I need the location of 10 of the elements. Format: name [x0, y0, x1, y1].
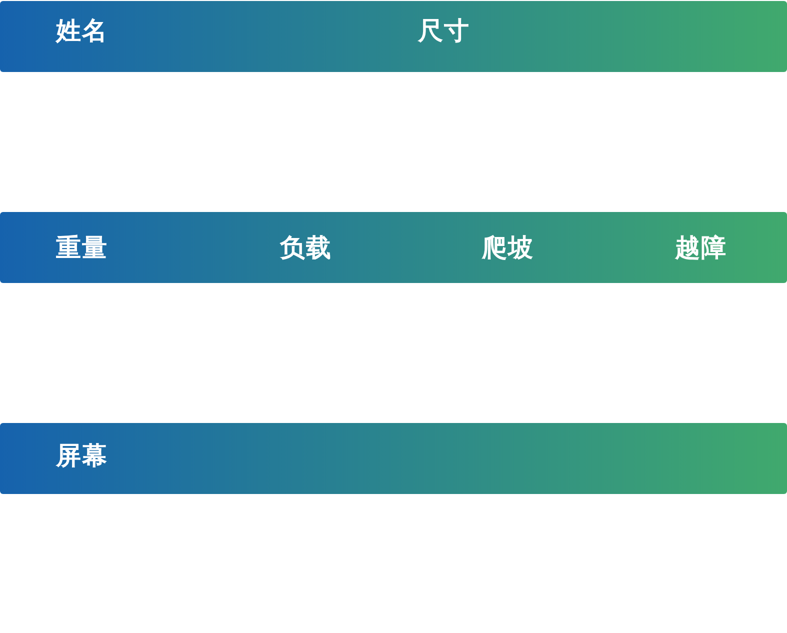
header-label: 越障 — [675, 232, 727, 264]
header-label: 屏幕 — [56, 440, 108, 472]
header-label: 重量 — [56, 232, 108, 264]
header-bar — [0, 212, 787, 283]
header-label: 姓名 — [56, 15, 108, 47]
header-bar — [0, 423, 787, 494]
header-label: 负载 — [280, 232, 332, 264]
header-bar — [0, 1, 787, 72]
header-label: 爬坡 — [482, 232, 534, 264]
header-label: 尺寸 — [418, 15, 470, 47]
